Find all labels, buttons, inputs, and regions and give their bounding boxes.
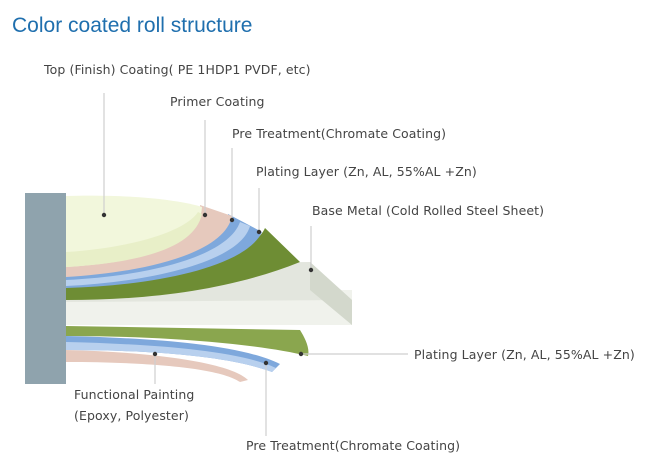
label-functional-line2: (Epoxy, Polyester) <box>74 408 189 423</box>
marker-plating-bottom <box>298 351 304 357</box>
lower-pretreatment-highlight <box>66 342 276 372</box>
base-metal-edge <box>310 262 352 325</box>
lower-plating-layer <box>66 326 309 356</box>
label-plating-top: Plating Layer (Zn, AL, 55%AL +Zn) <box>256 164 477 179</box>
upper-pretreatment-highlight <box>66 222 250 286</box>
upper-top-coating-shade <box>66 212 202 267</box>
marker-pretreatment-top <box>229 217 235 223</box>
lower-primer-layer <box>66 350 248 382</box>
marker-primer <box>202 212 208 218</box>
marker-functional <box>152 351 158 357</box>
label-pretreatment-top: Pre Treatment(Chromate Coating) <box>232 126 447 141</box>
label-plating-bottom: Plating Layer (Zn, AL, 55%AL +Zn) <box>414 347 635 362</box>
roll-edge-panel <box>25 193 66 384</box>
page-title: Color coated roll structure <box>12 14 253 37</box>
marker-base-metal <box>308 267 314 273</box>
label-pretreatment-bottom: Pre Treatment(Chromate Coating) <box>246 438 461 453</box>
marker-pretreatment-bottom <box>263 360 269 366</box>
label-primer: Primer Coating <box>170 94 265 109</box>
label-base-metal: Base Metal (Cold Rolled Steel Sheet) <box>312 203 545 218</box>
marker-plating-top <box>256 229 262 235</box>
upper-primer-layer <box>66 205 232 277</box>
marker-top-coating <box>101 212 107 218</box>
label-top-coating: Top (Finish) Coating( PE 1HDP1 PVDF, etc… <box>44 62 311 77</box>
label-functional-line1: Functional Painting <box>74 387 195 402</box>
